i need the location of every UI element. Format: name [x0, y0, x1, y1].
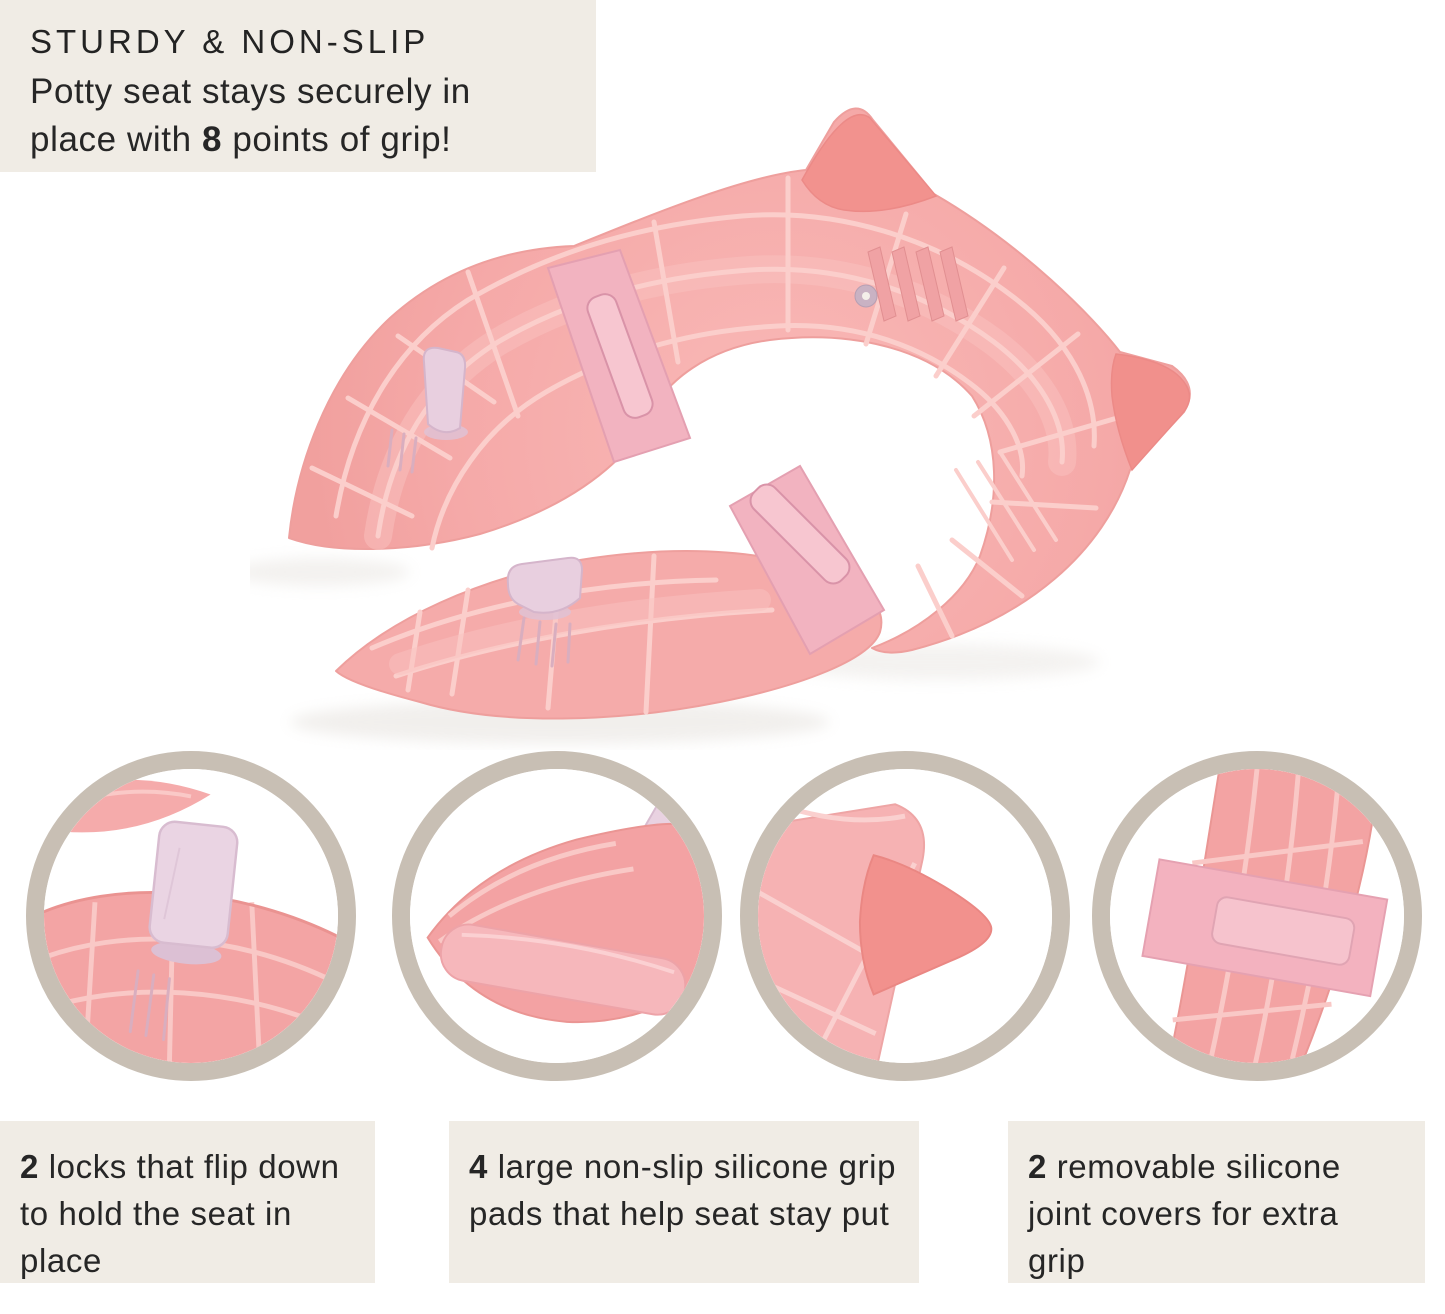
hinge-fins — [854, 246, 969, 322]
caption-grip-pads: 4 large non-slip silicone grip pads that… — [449, 1121, 919, 1283]
callout-body-number: 8 — [201, 119, 223, 159]
caption-flip-locks-text: 2 locks that flip down to hold the seat … — [20, 1148, 340, 1280]
product-photo — [250, 85, 1230, 750]
detail-circle-grip-pad — [392, 751, 722, 1081]
caption-joint-covers-text: 2 removable silicone joint covers for ex… — [1028, 1148, 1341, 1280]
corner-pad-closeup-art — [758, 801, 993, 1063]
callout-body-text-post: points of grip! — [222, 119, 452, 159]
caption-joint-covers: 2 removable silicone joint covers for ex… — [1008, 1121, 1425, 1283]
callout-title: STURDY & NON-SLIP — [30, 23, 430, 60]
seat-bottom-arm — [335, 550, 883, 720]
flip-lock-left — [386, 346, 468, 474]
cat-ear-right — [1110, 353, 1191, 472]
callout-body: Potty seat stays securely in place with … — [30, 68, 566, 164]
joint-cover-bottom — [728, 464, 886, 656]
caption-flip-locks: 2 locks that flip down to hold the seat … — [0, 1121, 375, 1283]
detail-circle-joint-cover — [1092, 751, 1422, 1081]
caption-grip-pads-number: 4 — [469, 1148, 488, 1185]
detail-circle-corner-pad — [740, 751, 1070, 1081]
flip-lock-bottom — [506, 556, 584, 668]
cat-ear-top — [801, 113, 938, 213]
callout-body-text-pre: Potty seat stays securely in place with — [30, 72, 471, 159]
caption-joint-covers-number: 2 — [1028, 1148, 1047, 1185]
feature-callout: STURDY & NON-SLIP Potty seat stays secur… — [0, 0, 596, 172]
caption-grip-pads-text: 4 large non-slip silicone grip pads that… — [469, 1148, 897, 1233]
detail-circle-flip-lock — [26, 751, 356, 1081]
caption-flip-locks-number: 2 — [20, 1148, 39, 1185]
joint-cover-top — [546, 248, 692, 464]
joint-cover-closeup-art — [1141, 769, 1389, 1063]
